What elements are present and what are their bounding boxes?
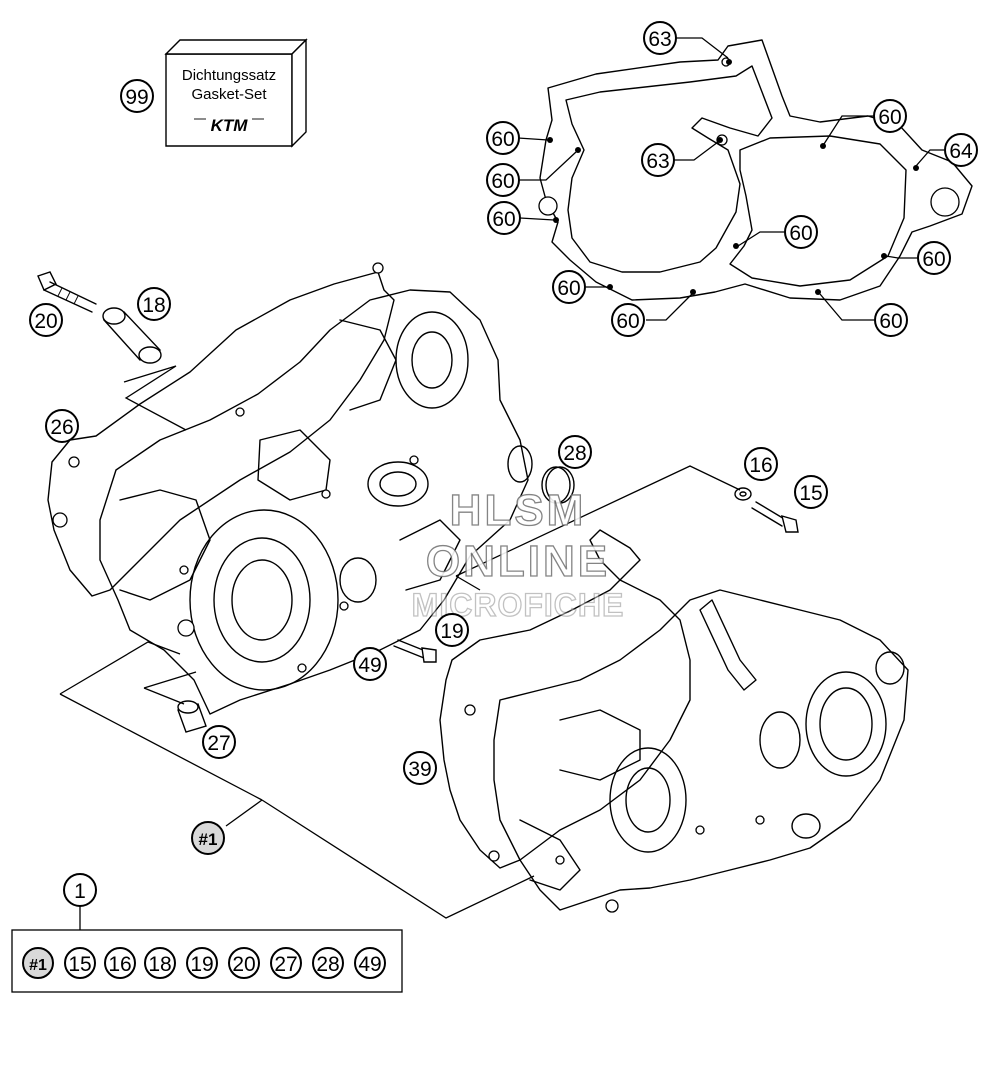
watermark: HLSM ONLINE MICROFICHE: [411, 485, 624, 623]
callout-60-c-label: 60: [492, 208, 515, 231]
kit-item-label: #1: [29, 957, 47, 974]
callout-49-label: 49: [358, 654, 381, 677]
callout-20: 20: [29, 303, 63, 337]
kit-item: 15: [64, 947, 96, 979]
kit-item: 16: [104, 947, 136, 979]
callout-1-label: 1: [74, 880, 86, 903]
callout-1: 1: [63, 873, 97, 907]
callout-60-i: 60: [874, 303, 908, 337]
watermark-line1: HLSM: [450, 486, 587, 535]
bolt-19-49: [393, 639, 437, 663]
callout-63-mid-label: 63: [646, 150, 669, 173]
gasket-set-label-de: Dichtungssatz: [182, 67, 276, 84]
callout-60-e-label: 60: [789, 222, 812, 245]
callout-16: 16: [744, 447, 778, 481]
callout-60-i-label: 60: [879, 310, 902, 333]
callout-60-h: 60: [611, 303, 645, 337]
callout-27-label: 27: [207, 732, 230, 755]
watermark-line2: ONLINE: [426, 537, 610, 586]
kit-item: 18: [144, 947, 176, 979]
callout-15-label: 15: [799, 482, 822, 505]
bolt-20: [37, 271, 97, 313]
gasket-dowel-holes: [547, 59, 919, 295]
callout-63-mid: 63: [641, 143, 675, 177]
kit-contents-box: [11, 929, 403, 993]
kit-item: #1: [22, 947, 54, 979]
callout-60-h-label: 60: [616, 310, 639, 333]
callout-19: 19: [435, 613, 469, 647]
kit-item-label: 16: [108, 953, 131, 976]
kit-item-label: 49: [358, 953, 381, 976]
kit-item-label: 15: [68, 953, 91, 976]
kit-item: 28: [312, 947, 344, 979]
callout-60-d: 60: [873, 99, 907, 133]
kit-item: 27: [270, 947, 302, 979]
leader-lines: [59, 37, 944, 930]
bolt-15: [751, 501, 799, 533]
callout-60-e: 60: [784, 215, 818, 249]
callout-49: 49: [353, 647, 387, 681]
callout-64-label: 64: [949, 140, 973, 163]
callout-19-label: 19: [440, 620, 463, 643]
callout-60-g-label: 60: [557, 277, 580, 300]
clutch-cover-gasket: [538, 39, 973, 301]
callout-39-label: 39: [408, 758, 431, 781]
callout-60-a-label: 60: [491, 128, 514, 151]
kit-item-label: 27: [274, 953, 297, 976]
callout-hash1: #1: [191, 821, 225, 855]
callout-60-d-label: 60: [878, 106, 901, 129]
kit-contents-row: #1 15 16 18 19 20 27 28: [22, 947, 386, 979]
callout-18-label: 18: [142, 294, 165, 317]
callout-26-label: 26: [50, 416, 73, 439]
left-crankcase-half: [99, 289, 533, 715]
callout-hash1-label: #1: [199, 830, 218, 849]
callout-28: 28: [558, 435, 592, 469]
callout-60-f: 60: [917, 241, 951, 275]
kit-item: 49: [354, 947, 386, 979]
callout-16-label: 16: [749, 454, 772, 477]
callout-20-label: 20: [34, 310, 57, 333]
callout-60-c: 60: [487, 201, 521, 235]
kit-item-label: 28: [316, 953, 339, 976]
callout-18: 18: [137, 287, 171, 321]
callout-60-b: 60: [486, 163, 520, 197]
kit-item-label: 18: [148, 953, 171, 976]
left-crankcase-gasket: [47, 262, 395, 597]
dowel-18: [102, 307, 162, 364]
gasket-set-box: Dichtungssatz Gasket-Set KTM: [164, 38, 308, 148]
right-crankcase-half: [493, 589, 909, 913]
callout-63-top-label: 63: [648, 28, 671, 51]
right-crankcase-gasket: [439, 529, 691, 869]
callout-60-b-label: 60: [491, 170, 514, 193]
bearing-28: [541, 466, 575, 504]
callout-15: 15: [794, 475, 828, 509]
callout-28-label: 28: [563, 442, 586, 465]
callout-64: 64: [944, 133, 978, 167]
callouts: 99 63 60 60 60 63 60 64: [29, 21, 978, 907]
gasket-set-label-en: Gasket-Set: [191, 86, 267, 103]
callout-26: 26: [45, 409, 79, 443]
dowel-27: [177, 700, 207, 733]
callout-60-g: 60: [552, 270, 586, 304]
callout-99: 99: [120, 79, 154, 113]
kit-item-label: 19: [190, 953, 213, 976]
kit-item: 19: [186, 947, 218, 979]
callout-60-a: 60: [486, 121, 520, 155]
callout-99-label: 99: [125, 86, 148, 109]
callout-27: 27: [202, 725, 236, 759]
callout-39: 39: [403, 751, 437, 785]
kit-item-label: 20: [232, 953, 255, 976]
kit-item: 20: [228, 947, 260, 979]
callout-60-f-label: 60: [922, 248, 945, 271]
callout-63-top: 63: [643, 21, 677, 55]
washer-16: [734, 487, 752, 501]
ktm-logo: KTM: [211, 116, 249, 135]
